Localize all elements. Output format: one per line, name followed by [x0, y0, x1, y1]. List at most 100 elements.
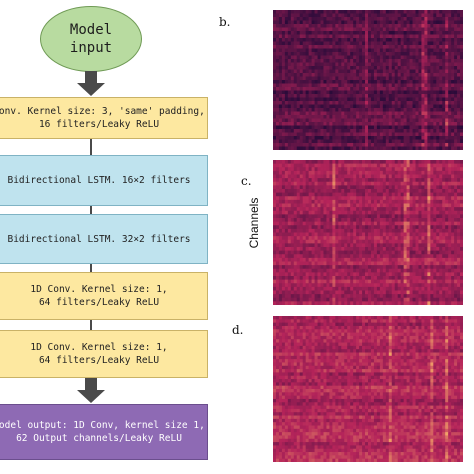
heatmap-cell [281, 94, 286, 98]
heatmap-cell [394, 118, 399, 123]
heatmap-cell [436, 250, 440, 255]
heatmap-cell [293, 34, 298, 39]
heatmap-cell [442, 185, 446, 190]
heatmap-cell [394, 41, 399, 46]
heatmap-cell [350, 294, 354, 299]
heatmap-cell [329, 73, 333, 77]
heatmap-cell [362, 250, 366, 255]
heatmap-cell [373, 243, 378, 248]
heatmap-cell [382, 13, 387, 18]
heatmap-cell [454, 214, 458, 219]
heatmap-cell [376, 20, 381, 25]
heatmap-cell [379, 20, 384, 25]
heatmap-cell [353, 207, 357, 212]
heatmap-cell [421, 286, 425, 291]
heatmap-cell [344, 279, 348, 284]
heatmap-cell [391, 66, 396, 70]
heatmap-cell [397, 283, 402, 288]
heatmap-cell [341, 265, 345, 270]
heatmap-cell [341, 185, 345, 190]
heatmap-cell [273, 214, 277, 219]
heatmap-cell [335, 118, 339, 123]
heatmap-cell [376, 27, 381, 32]
heatmap-cell [433, 232, 437, 237]
heatmap-cell [329, 17, 333, 21]
heatmap-cell [362, 10, 366, 14]
heatmap-cell [379, 41, 384, 46]
heatmap-cell [433, 196, 437, 201]
heatmap-cell [308, 239, 312, 244]
heatmap-cell [445, 76, 449, 81]
heatmap-cell [281, 10, 286, 14]
heatmap-cell [284, 34, 289, 39]
heatmap-cell [293, 290, 298, 295]
heatmap-cell [403, 286, 407, 291]
heatmap-cell [296, 73, 301, 77]
heatmap-cell [382, 139, 387, 144]
heatmap-cell [388, 101, 393, 105]
heatmap-cell [362, 45, 366, 49]
heatmap-cell [335, 97, 339, 102]
heatmap-cell [275, 174, 280, 179]
heatmap-cell [457, 185, 461, 190]
heatmap-cell [391, 236, 396, 241]
heatmap-cell [305, 136, 310, 140]
heatmap-cell [385, 174, 390, 179]
heatmap-cell [376, 34, 381, 39]
heatmap-cell [418, 163, 422, 168]
heatmap-cell [442, 160, 446, 165]
heatmap-cell [329, 243, 333, 248]
heatmap-cell [409, 55, 413, 60]
heatmap-cell [278, 94, 283, 98]
heatmap-cell [436, 94, 440, 98]
heatmap-cell [370, 122, 375, 126]
heatmap-cell [317, 214, 321, 219]
heatmap-cell [397, 139, 402, 144]
heatmap-cell [273, 272, 277, 277]
heatmap-cell [281, 139, 286, 144]
heatmap-cell [412, 111, 416, 116]
heatmap-cell [436, 52, 440, 56]
heatmap-cell [460, 48, 463, 53]
heatmap-cell [397, 97, 402, 102]
heatmap-cell [320, 196, 324, 201]
heatmap-cell [326, 272, 330, 277]
heatmap-cell [436, 181, 440, 186]
heatmap-cell [362, 268, 366, 273]
heatmap-cell [373, 73, 378, 77]
heatmap-cell [388, 268, 393, 273]
heatmap-cell [457, 101, 461, 105]
heatmap-cell [373, 225, 378, 230]
heatmap-cell [347, 139, 351, 144]
heatmap-cell [332, 243, 336, 248]
heatmap-cell [448, 257, 452, 262]
connector-line [90, 320, 92, 330]
heatmap-cell [335, 104, 339, 109]
heatmap-cell [347, 146, 351, 150]
heatmap-cell [445, 203, 449, 208]
heatmap-cell [362, 111, 366, 116]
heatmap-cell [326, 94, 330, 98]
heatmap-cell [460, 111, 463, 116]
heatmap-cell [314, 272, 318, 277]
heatmap-cell [362, 87, 366, 91]
heatmap-cell [296, 207, 301, 212]
heatmap-cell [317, 52, 321, 56]
heatmap-cell [418, 250, 422, 255]
heatmap-cell [409, 181, 413, 186]
heatmap-cell [347, 279, 351, 284]
heatmap-cell [421, 27, 425, 32]
heatmap-cell [347, 115, 351, 119]
heatmap-cell [457, 218, 461, 223]
heatmap-cell [454, 111, 458, 116]
heatmap-cell [356, 170, 360, 175]
heatmap-cell [275, 146, 280, 150]
heatmap-cell [308, 76, 312, 81]
heatmap-cell [451, 31, 455, 35]
heatmap-cell [394, 13, 399, 18]
heatmap-cell [391, 276, 396, 281]
heatmap-cell [433, 13, 437, 18]
heatmap-cell [460, 207, 463, 212]
heatmap-cell [424, 108, 428, 112]
heatmap-cell [365, 185, 369, 190]
